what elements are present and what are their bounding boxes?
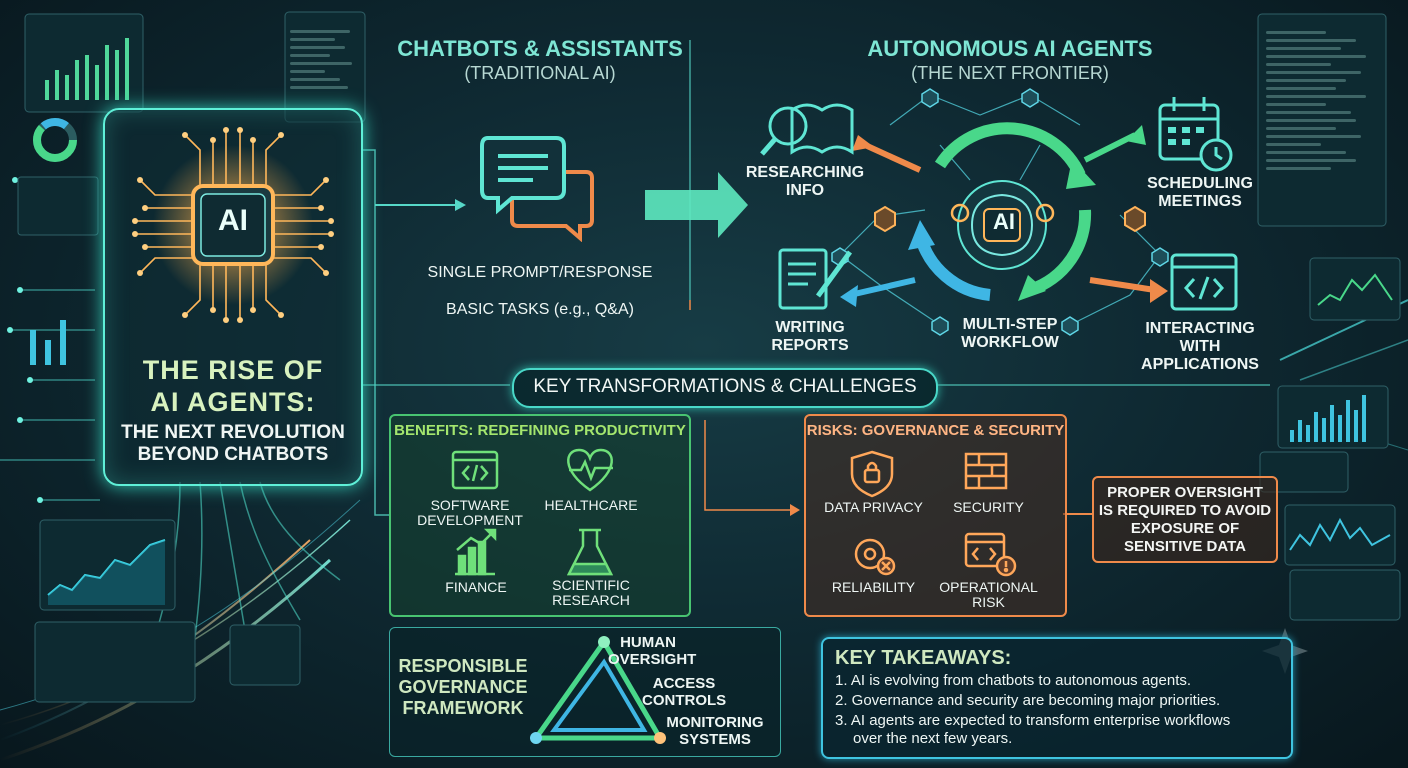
- chatbots-item-2: BASIC TASKS (e.g., Q&A): [446, 301, 634, 318]
- chatbots-title: CHATBOTS & ASSISTANTS: [397, 36, 683, 61]
- governance-triangle-icon: [530, 636, 666, 744]
- software-line2: DEVELOPMENT: [417, 512, 523, 528]
- risks-title: RISKS: GOVERNANCE & SECURITY: [806, 422, 1065, 439]
- governance-panel: RESPONSIBLE GOVERNANCE FRAMEWORK HUMAN O…: [389, 627, 781, 757]
- code-alert-icon: [964, 532, 1017, 577]
- code-panel-right: [1266, 26, 1376, 175]
- agents-title: AUTONOMOUS AI AGENTS: [867, 36, 1153, 61]
- finance-chart-icon: [455, 528, 497, 576]
- workflow-line2: WORKFLOW: [961, 334, 1059, 351]
- risks-icons: [850, 450, 1017, 577]
- governance-title-line3: FRAMEWORK: [402, 698, 524, 718]
- takeaway-item-3-cont: over the next few years.: [853, 730, 1013, 747]
- monitor-line2: SYSTEMS: [679, 731, 751, 748]
- governance-access-controls: ACCESS CONTROLS: [642, 675, 726, 709]
- chip-circuit: [132, 127, 334, 323]
- flask-icon: [566, 528, 614, 576]
- takeaway-item-1: 1. AI is evolving from chatbots to auton…: [835, 672, 1192, 689]
- agent-multistep-workflow: MULTI-STEP WORKFLOW: [945, 316, 1075, 352]
- governance-title-line1: RESPONSIBLE: [398, 656, 528, 676]
- agents-hub-label: AI: [993, 209, 1015, 234]
- code-panel: [290, 25, 360, 94]
- apps-line2: WITH: [1179, 338, 1221, 355]
- chip-label: AI: [218, 204, 248, 237]
- access-line2: CONTROLS: [642, 692, 727, 709]
- hero-subtitle-line1: THE NEXT REVOLUTION: [121, 422, 345, 443]
- governance-monitoring-systems: MONITORING SYSTEMS: [660, 714, 770, 748]
- oversight-line1: PROPER OVERSIGHT: [1107, 484, 1263, 501]
- operational-line2: RISK: [972, 594, 1005, 610]
- apps-line3: APPLICATIONS: [1141, 356, 1259, 373]
- chatbots-subtitle: (TRADITIONAL AI): [464, 63, 616, 83]
- writing-line1: WRITING: [775, 319, 845, 336]
- benefit-science: SCIENTIFIC RESEARCH: [531, 578, 651, 608]
- benefit-software: SOFTWARE DEVELOPMENT: [411, 498, 529, 528]
- human-line2: OVERSIGHT: [608, 651, 697, 668]
- firewall-icon: [964, 452, 1008, 490]
- human-line1: HUMAN: [620, 634, 676, 651]
- section-title-pill: KEY TRANSFORMATIONS & CHALLENGES: [512, 368, 938, 408]
- chat-bubbles-icon: [480, 136, 594, 242]
- takeaway-item-3: 3. AI agents are expected to transform e…: [835, 712, 1231, 729]
- benefits-icons: [451, 448, 614, 576]
- risks-panel: RISKS: GOVERNANCE & SECURITY DATA PRIVAC…: [804, 414, 1067, 617]
- agent-task-scheduling: SCHEDULING MEETINGS: [1135, 175, 1265, 211]
- oversight-line2: IS REQUIRED TO AVOID: [1098, 502, 1272, 519]
- risk-operational: OPERATIONAL RISK: [931, 580, 1046, 610]
- scheduling-line2: MEETINGS: [1158, 193, 1242, 210]
- agent-task-writing: WRITING REPORTS: [760, 319, 860, 355]
- workflow-line1: MULTI-STEP: [962, 316, 1058, 333]
- oversight-line4: SENSITIVE DATA: [1124, 538, 1246, 555]
- science-line1: SCIENTIFIC: [552, 577, 630, 593]
- risk-security: SECURITY: [953, 499, 1024, 515]
- access-line1: ACCESS: [652, 675, 716, 692]
- oversight-note: PROPER OVERSIGHT IS REQUIRED TO AVOID EX…: [1092, 476, 1278, 563]
- agents-subtitle: (THE NEXT FRONTIER): [911, 63, 1109, 83]
- risk-data-privacy: DATA PRIVACY: [824, 499, 923, 515]
- research-line1: RESEARCHING: [745, 164, 865, 181]
- takeaway-item-2: 2. Governance and security are becoming …: [835, 692, 1221, 709]
- apps-line1: INTERACTING: [1145, 320, 1255, 337]
- agent-task-apps: INTERACTING WITH APPLICATIONS: [1135, 320, 1265, 374]
- software-line1: SOFTWARE: [430, 497, 510, 513]
- gear-warning-icon: [854, 538, 896, 576]
- heart-pulse-icon: [567, 448, 613, 492]
- writing-line2: REPORTS: [771, 337, 849, 354]
- benefit-healthcare: HEALTHCARE: [544, 497, 638, 513]
- governance-title: RESPONSIBLE GOVERNANCE FRAMEWORK: [398, 656, 528, 719]
- agents-workflow-diagram: [760, 88, 1238, 336]
- shield-lock-icon: [850, 450, 894, 498]
- research-line2: INFO: [785, 182, 825, 199]
- oversight-line3: EXPOSURE OF: [1130, 520, 1240, 537]
- governance-human-oversight: HUMAN OVERSIGHT: [608, 634, 697, 668]
- governance-title-line2: GOVERNANCE: [398, 677, 528, 697]
- monitor-line1: MONITORING: [666, 714, 764, 731]
- hero-title-line2: AI AGENTS:: [150, 387, 316, 417]
- agent-task-research: RESEARCHING INFO: [745, 164, 865, 200]
- benefits-title: BENEFITS: REDEFINING PRODUCTIVITY: [394, 422, 686, 439]
- hero-subtitle-line2: BEYOND CHATBOTS: [137, 444, 329, 465]
- key-takeaways-panel: KEY TAKEAWAYS: 1. AI is evolving from ch…: [821, 637, 1293, 759]
- hero-card: AI THE RISE OF AI AGENTS: THE NEXT REVOL…: [103, 108, 363, 486]
- chatbots-item-1: SINGLE PROMPT/RESPONSE: [427, 264, 653, 281]
- risk-reliability: RELIABILITY: [831, 579, 916, 595]
- takeaways-title: KEY TAKEAWAYS:: [835, 647, 1012, 669]
- science-line2: RESEARCH: [552, 592, 630, 608]
- hero-title-line1: THE RISE OF: [142, 355, 324, 385]
- benefit-finance: FINANCE: [445, 579, 507, 595]
- code-window-icon: [451, 450, 499, 490]
- operational-line1: OPERATIONAL: [939, 579, 1038, 595]
- benefits-panel: BENEFITS: REDEFINING PRODUCTIVITY SOFTWA…: [389, 414, 691, 617]
- scheduling-line1: SCHEDULING: [1147, 175, 1253, 192]
